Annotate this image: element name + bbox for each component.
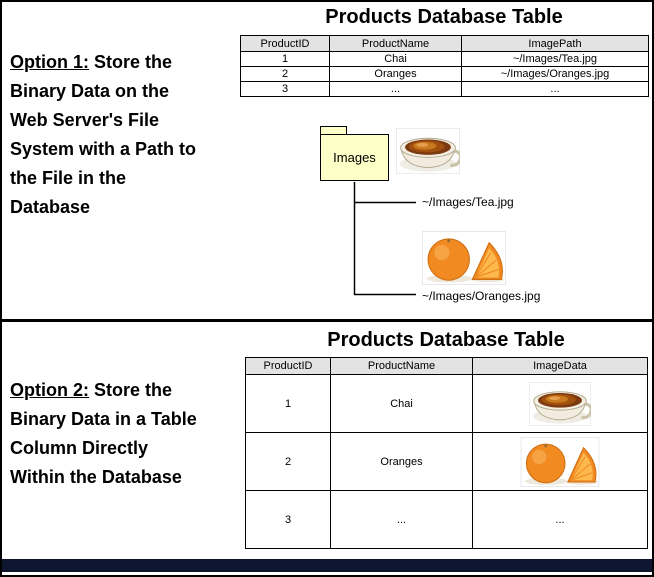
table-cell: 2 — [245, 432, 331, 491]
table-row: 3 ... ... — [245, 490, 648, 549]
table-row: 1 Chai ~/Images/Tea.jpg — [240, 51, 649, 67]
table-cell: 3 — [240, 81, 330, 97]
header-cell-imagedata: ImageData — [472, 357, 648, 375]
table-cell-image — [472, 374, 648, 433]
table-row: 2 Oranges ~/Images/Oranges.jpg — [240, 66, 649, 82]
bottom-dark-bar — [2, 559, 652, 572]
option2-panel: Option 2: Store the Binary Data in a Tab… — [2, 322, 652, 559]
option2-table-title: Products Database Table — [327, 329, 565, 351]
option2-description-text: Store the Binary Data in a Table Column … — [10, 380, 197, 487]
header-cell-productid: ProductID — [245, 357, 331, 375]
folder-label: Images — [333, 150, 376, 165]
table-cell: ... — [461, 81, 649, 97]
file-path-tea: ~/Images/Tea.jpg — [422, 195, 514, 209]
table-row: 2 Oranges — [245, 432, 648, 491]
table-header-row: ProductID ProductName ImageData — [245, 357, 648, 375]
header-cell-imagepath: ImagePath — [461, 35, 649, 52]
table-cell-image — [472, 432, 648, 491]
option1-panel: Option 1: Store the Binary Data on the W… — [2, 2, 652, 322]
table-cell: ... — [330, 490, 473, 549]
option2-description: Option 2: Store the Binary Data in a Tab… — [10, 376, 206, 492]
option2-label: Option 2: — [10, 380, 89, 400]
table-cell: 2 — [240, 66, 330, 82]
option2-products-table: ProductID ProductName ImageData 1 Chai — [245, 357, 648, 549]
table-cell: ... — [472, 490, 648, 549]
table-header-row: ProductID ProductName ImagePath — [240, 35, 649, 52]
table-cell: Oranges — [330, 432, 473, 491]
table-row: 3 ... ... — [240, 81, 649, 97]
table-cell: ~/Images/Oranges.jpg — [461, 66, 649, 82]
table-cell: ... — [329, 81, 462, 97]
folder-tab — [320, 126, 347, 135]
folder-body: Images — [320, 134, 389, 181]
images-folder-icon: Images — [320, 126, 389, 181]
oranges-photo — [520, 436, 600, 487]
table-cell: Chai — [329, 51, 462, 67]
table-cell: 3 — [245, 490, 331, 549]
header-cell-productid: ProductID — [240, 35, 330, 52]
oranges-photo — [422, 230, 506, 286]
header-cell-productname: ProductName — [329, 35, 462, 52]
option1-products-table: ProductID ProductName ImagePath 1 Chai ~… — [240, 35, 649, 97]
option1-description-text: Store the Binary Data on the Web Server'… — [10, 52, 197, 217]
table-cell: Chai — [330, 374, 473, 433]
table-cell: Oranges — [329, 66, 462, 82]
table-cell: 1 — [240, 51, 330, 67]
option1-description: Option 1: Store the Binary Data on the W… — [10, 48, 206, 222]
tea-photo — [396, 128, 460, 174]
file-path-oranges: ~/Images/Oranges.jpg — [422, 289, 541, 303]
tea-photo — [529, 381, 591, 426]
header-cell-productname: ProductName — [330, 357, 473, 375]
option1-label: Option 1: — [10, 52, 89, 72]
option1-table-title: Products Database Table — [325, 6, 563, 28]
table-cell: 1 — [245, 374, 331, 433]
table-cell: ~/Images/Tea.jpg — [461, 51, 649, 67]
table-row: 1 Chai — [245, 374, 648, 433]
